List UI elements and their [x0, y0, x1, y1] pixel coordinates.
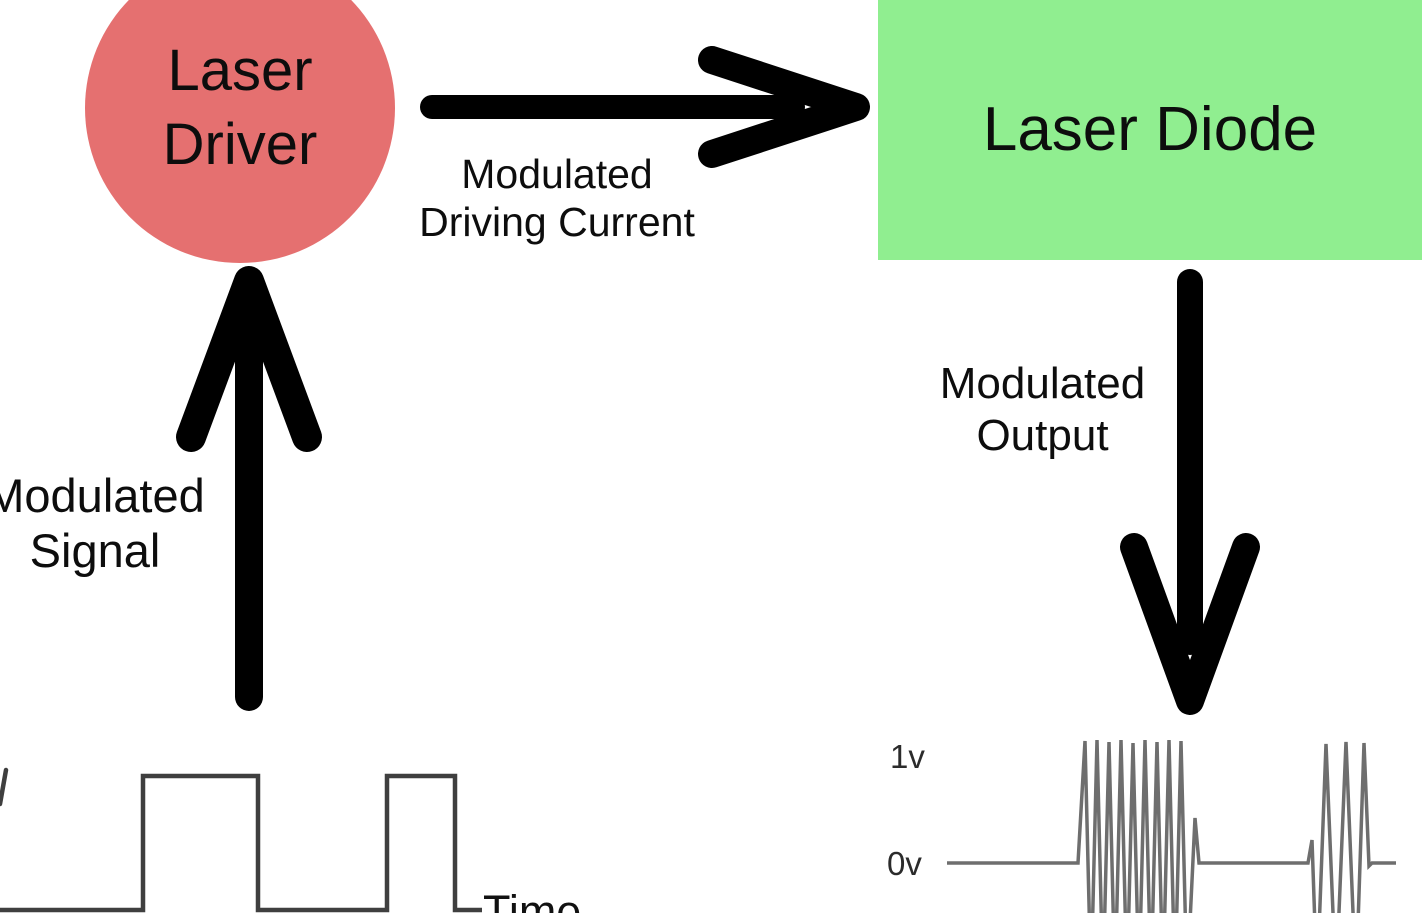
output-waveform-trace — [947, 739, 1396, 913]
laser-driver-label-line2: Driver — [162, 112, 318, 177]
modulated-output-label-line2: Output — [976, 411, 1109, 460]
laser-diode-label: Laser Diode — [982, 95, 1318, 164]
clipped-axis-label-stroke — [0, 767, 9, 807]
right-arrow-icon — [420, 46, 870, 168]
ytick-0v-label: 0v — [887, 845, 922, 882]
laser-driver-node: Laser Driver — [85, 0, 395, 263]
modulated-output-label-line1: Modulated — [939, 359, 1146, 408]
ytick-1v-label: 1v — [890, 738, 925, 775]
modulated-signal-arrow-label: Modulated Signal — [0, 468, 250, 578]
square-wave-trace — [0, 773, 482, 913]
laser-diode-node: Laser Diode — [878, 0, 1422, 260]
laser-driver-label-line1: Laser — [167, 38, 313, 103]
square-wave-plot — [0, 767, 482, 913]
modulated-signal-label-line2: Signal — [29, 524, 161, 577]
up-arrow-icon — [176, 266, 322, 711]
modulated-output-arrow-label: Modulated Output — [890, 358, 1195, 462]
driving-current-label-line1: Modulated — [461, 151, 653, 197]
driving-current-arrow-label: Modulated Driving Current — [407, 150, 707, 246]
driving-current-label-line2: Driving Current — [419, 199, 695, 245]
modulated-signal-label-line1: Modulated — [0, 469, 205, 522]
output-waveform-plot — [947, 739, 1396, 913]
time-axis-label: Time — [483, 886, 582, 913]
down-arrow-icon — [1120, 269, 1260, 715]
